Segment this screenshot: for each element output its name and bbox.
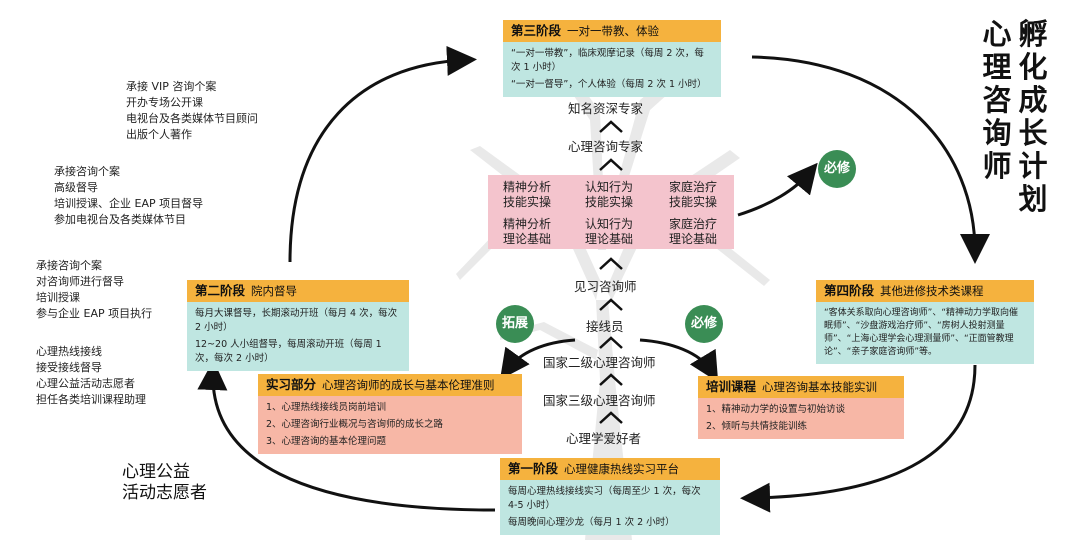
intern-box: 实习部分心理咨询师的成长与基本伦理准则 1、心理热线接线员岗前培训 2、心理咨询… — [258, 374, 522, 454]
ladder-operator: 接线员 — [586, 319, 624, 334]
stage4-box: 第四阶段其他进修技术类课程 “客体关系取向心理咨询师”、“精神动力学取向催眠师”… — [816, 280, 1034, 364]
title-col-1: 心理咨询师 — [982, 17, 1012, 183]
stage3-box: 第三阶段一对一带教、体验 “一对一带教”，临床观摩记录（每周 2 次，每次 1 … — [503, 20, 721, 97]
ladder-trainee: 见习咨询师 — [574, 279, 637, 294]
skill-psychoanalysis-theory: 精神分析 理论基础 — [502, 217, 551, 246]
list-item: 承接咨询个案 — [36, 259, 102, 272]
skill-psychoanalysis-practice: 精神分析 技能实操 — [502, 180, 551, 209]
list-item: 参与企业 EAP 项目执行 — [36, 307, 153, 320]
list-item: 培训授课 — [36, 291, 80, 304]
list-item: 接受接线督导 — [36, 361, 102, 374]
arrow-stage1-to-stage2 — [197, 360, 496, 512]
ladder-level2: 国家二级心理咨询师 — [543, 355, 656, 370]
intern-line-2: 2、心理咨询行业概况与咨询师的成长之路 — [266, 419, 444, 430]
stage4-line-1: “客体关系取向心理咨询师”、“精神动力学取向催眠师”、“沙盘游戏治疗师”、“房树… — [824, 308, 1018, 357]
list-item: 电视台及各类媒体节目顾问 — [126, 112, 258, 125]
stage3-line-2: “一对一督导”，个人体验（每周 2 次 1 小时） — [511, 79, 707, 90]
stage4-title: 第四阶段 — [824, 283, 875, 298]
skills-box — [488, 175, 734, 249]
list-item: 心理热线接线 — [36, 345, 102, 358]
chevron-up-icon — [599, 257, 623, 270]
arrow-skills-to-required — [737, 162, 818, 217]
list-item: 开办专场公开课 — [126, 96, 203, 109]
stage3-subtitle: 一对一带教、体验 — [567, 24, 660, 38]
training-box: 培训课程心理咨询基本技能实训 1、精神动力学的设置与初始访谈 2、倾听与共情技能… — [698, 376, 904, 439]
stage1-subtitle: 心理健康热线实习平台 — [564, 462, 680, 476]
list-trainee: 承接咨询个案 对咨询师进行督导 培训授课 参与企业 EAP 项目执行 — [36, 258, 152, 322]
arrow-stage4-to-stage1 — [740, 364, 977, 513]
stage2-title: 第二阶段 — [195, 283, 246, 298]
stage3-title: 第三阶段 — [511, 23, 562, 38]
stage2-box: 第二阶段院内督导 每月大课督导，长期滚动开班（每月 4 次，每次 2 小时） 1… — [187, 280, 409, 371]
stage1-title: 第一阶段 — [508, 461, 559, 476]
required-badge-right: 必修 — [685, 305, 723, 343]
list-item: 高级督导 — [54, 181, 98, 194]
expand-badge: 拓展 — [496, 305, 534, 343]
intern-title: 实习部分 — [266, 377, 317, 392]
ladder-enthusiast: 心理学爱好者 — [566, 431, 642, 446]
stage1-line-2: 每周晚间心理沙龙（每月 1 次 2 小时） — [508, 517, 675, 528]
ladder-level3: 国家三级心理咨询师 — [543, 393, 656, 408]
volunteer-line-1: 心理公益 — [122, 462, 190, 482]
skill-cbt-theory: 认知行为 理论基础 — [584, 217, 633, 246]
chevron-up-icon — [599, 120, 623, 133]
arrow-operator-to-intern — [499, 338, 576, 380]
chevron-up-icon — [599, 298, 623, 311]
ladder-senior-expert: 知名资深专家 — [568, 101, 644, 116]
intern-line-3: 3、心理咨询的基本伦理问题 — [266, 436, 387, 447]
chevron-up-icon — [599, 158, 623, 171]
list-operator: 心理热线接线 接受接线督导 心理公益活动志愿者 担任各类培训课程助理 — [36, 344, 146, 408]
arrow-operator-to-training — [639, 338, 719, 383]
required-badge-top: 必修 — [818, 150, 856, 188]
chevron-up-icon — [599, 411, 623, 424]
list-item: 参加电视台及各类媒体节目 — [54, 213, 186, 226]
intern-subtitle: 心理咨询师的成长与基本伦理准则 — [322, 378, 495, 392]
stage1-line-1: 每周心理热线接线实习（每周至少 1 次，每次 4-5 小时） — [508, 486, 701, 511]
intern-line-1: 1、心理热线接线员岗前培训 — [266, 402, 387, 413]
stage1-box: 第一阶段心理健康热线实习平台 每周心理热线接线实习（每周至少 1 次，每次 4-… — [500, 458, 720, 535]
chevron-up-icon — [599, 336, 623, 349]
training-title: 培训课程 — [706, 379, 757, 394]
stage3-line-1: “一对一带教”，临床观摩记录（每周 2 次，每次 1 小时） — [511, 48, 704, 73]
list-expert: 承接咨询个案 高级督导 培训授课、企业 EAP 项目督导 参加电视台及各类媒体节… — [54, 164, 203, 228]
chevron-up-icon — [599, 373, 623, 386]
stage2-line-2: 12~20 人小组督导，每周滚动开班（每周 1 次，每次 2 小时） — [195, 339, 382, 364]
training-line-2: 2、倾听与共情技能训练 — [706, 421, 808, 432]
training-subtitle: 心理咨询基本技能实训 — [762, 380, 878, 394]
list-item: 担任各类培训课程助理 — [36, 393, 146, 406]
training-line-1: 1、精神动力学的设置与初始访谈 — [706, 404, 846, 415]
arrow-stage2-to-stage3 — [288, 45, 477, 263]
list-senior: 承接 VIP 咨询个案 开办专场公开课 电视台及各类媒体节目顾问 出版个人著作 — [126, 79, 258, 143]
volunteer-label: 心理公益 活动志愿者 — [122, 462, 207, 504]
skill-cbt-practice: 认知行为 技能实操 — [584, 180, 633, 209]
list-item: 心理公益活动志愿者 — [36, 377, 135, 390]
stage4-subtitle: 其他进修技术类课程 — [880, 284, 984, 298]
stage2-subtitle: 院内督导 — [251, 284, 298, 298]
list-item: 出版个人著作 — [126, 128, 192, 141]
ladder-expert: 心理咨询专家 — [568, 139, 644, 154]
list-item: 承接 VIP 咨询个案 — [126, 80, 217, 93]
list-item: 培训授课、企业 EAP 项目督导 — [54, 197, 204, 210]
title-col-2: 孵化成长计划 — [1018, 17, 1048, 216]
skill-family-practice: 家庭治疗 技能实操 — [668, 180, 717, 209]
list-item: 对咨询师进行督导 — [36, 275, 124, 288]
list-item: 承接咨询个案 — [54, 165, 120, 178]
stage2-line-1: 每月大课督导，长期滚动开班（每月 4 次，每次 2 小时） — [195, 308, 398, 333]
skill-family-theory: 家庭治疗 理论基础 — [668, 217, 717, 246]
arrow-stage3-to-stage4 — [751, 55, 990, 264]
volunteer-line-2: 活动志愿者 — [122, 483, 207, 503]
